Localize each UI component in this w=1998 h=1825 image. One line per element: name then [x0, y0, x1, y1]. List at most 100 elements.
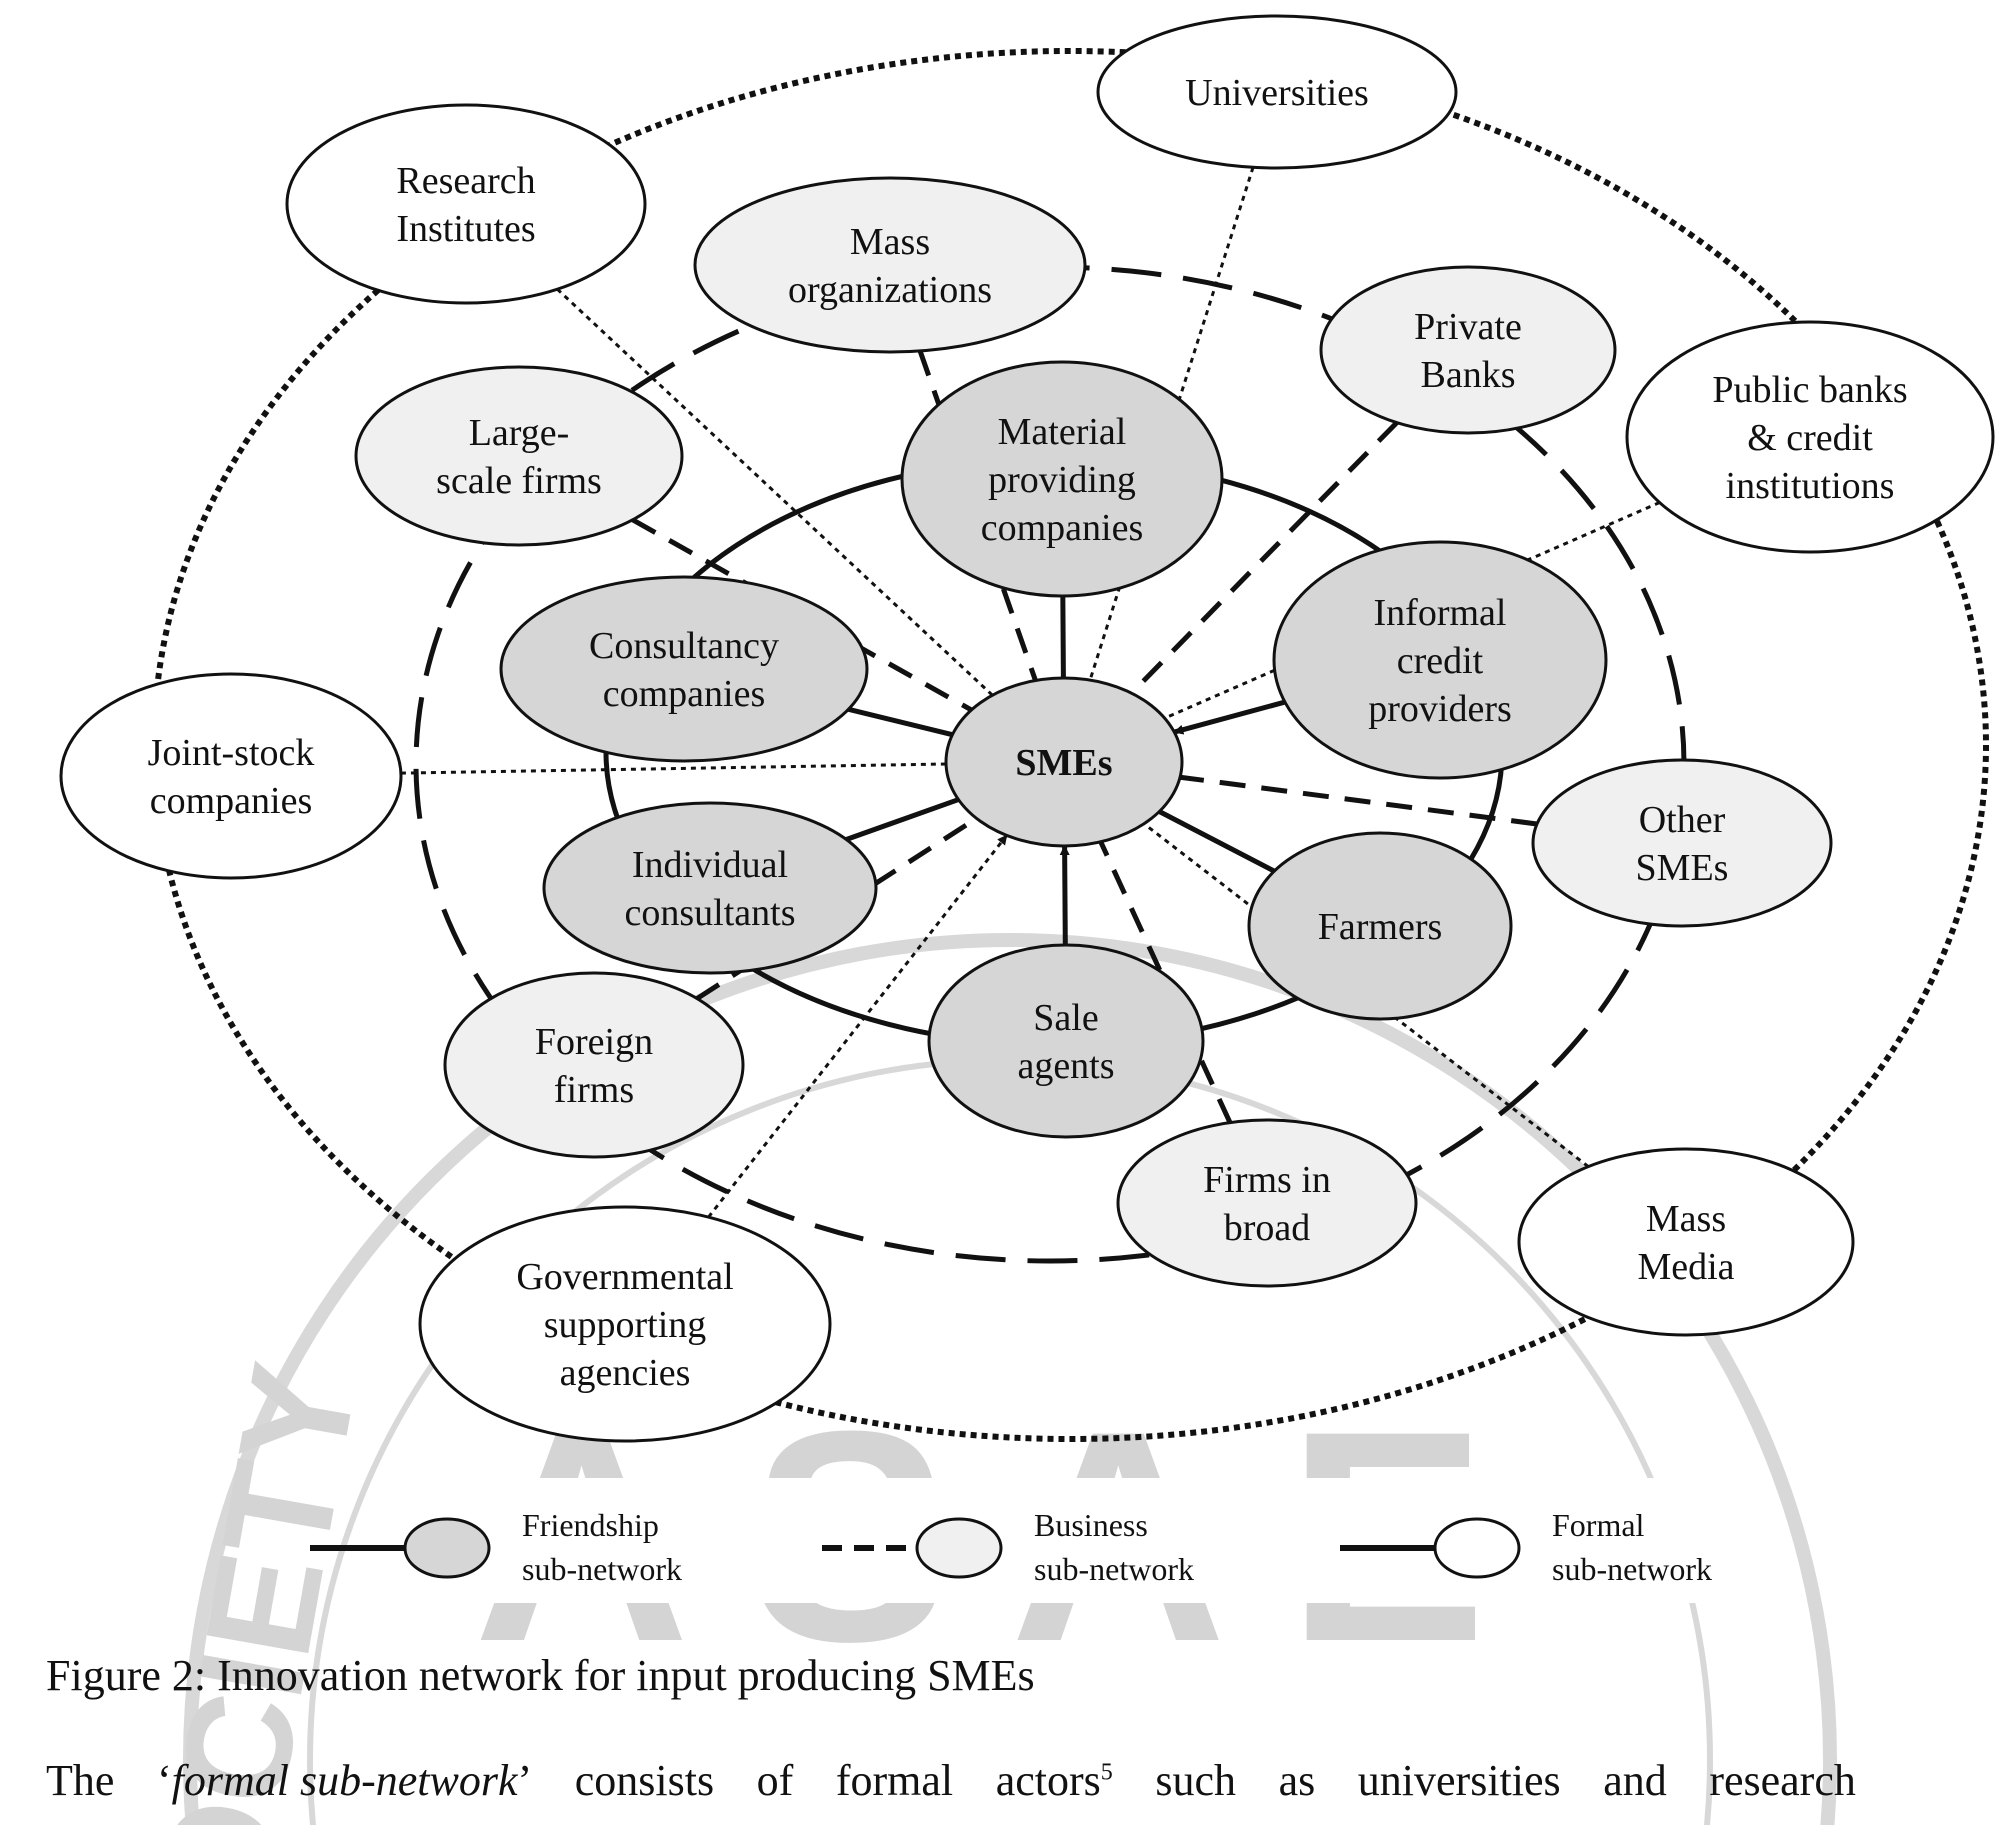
node-shape [542, 801, 878, 975]
node-shape [1272, 540, 1608, 780]
edge-large-smes [631, 517, 973, 713]
edge-sale-smes [1059, 844, 1070, 946]
legend-swatch [1433, 1517, 1521, 1579]
node-broad: Firms in broad [1116, 1118, 1418, 1288]
node-label: companies [150, 780, 313, 822]
node-shape [944, 676, 1184, 848]
node-farmers: Farmers [1247, 831, 1513, 1021]
node-label: firms [554, 1069, 634, 1111]
node-label: Large- [469, 412, 570, 454]
node-label: Institutes [396, 208, 535, 250]
node-label: providers [1368, 688, 1512, 730]
node-label: consultants [625, 892, 796, 934]
edge-broad-smes [1098, 840, 1233, 1124]
node-label: & credit [1747, 417, 1873, 459]
paragraph-word: and [1603, 1756, 1667, 1805]
paragraph-word: formal [835, 1756, 954, 1805]
node-label: Material [998, 411, 1127, 453]
node-label: Private [1414, 306, 1522, 348]
node-label: Media [1637, 1246, 1734, 1288]
node-joint: Joint-stock companies [59, 672, 403, 880]
legend-item-friendship: Friendship sub-network [310, 1507, 682, 1587]
legend-label: Friendship [522, 1507, 659, 1543]
node-smes: SMEs [944, 676, 1184, 848]
edge-consultancy-smes [847, 706, 954, 738]
node-shape [693, 176, 1087, 354]
legend-item-business: Business sub-network [822, 1507, 1194, 1587]
node-label: scale firms [436, 460, 602, 502]
node-universities: Universities [1096, 14, 1458, 170]
paragraph-word: such [1155, 1756, 1237, 1805]
node-label: Farmers [1318, 906, 1443, 948]
node-shape [1531, 758, 1833, 928]
edge-farmers-smes [1158, 809, 1276, 874]
paragraph-word: as [1278, 1756, 1316, 1805]
edge-individual-smes [845, 797, 960, 842]
node-label: Joint-stock [148, 732, 315, 774]
node-label: Universities [1185, 72, 1369, 114]
node-label: Mass [850, 221, 930, 263]
legend-swatch [403, 1517, 491, 1579]
node-shape [1247, 831, 1513, 1021]
edge-joint-smes [400, 762, 947, 775]
node-label: Foreign [535, 1021, 653, 1063]
node-label: providing [988, 459, 1136, 501]
node-shape [1116, 1118, 1418, 1288]
node-shape [418, 1205, 832, 1443]
node-label: broad [1224, 1207, 1311, 1249]
node-label: companies [603, 673, 766, 715]
node-label: agents [1017, 1045, 1114, 1087]
node-shape [59, 672, 403, 880]
edge-informal-smes [1173, 699, 1286, 735]
node-label: Firms in [1203, 1159, 1331, 1201]
node-label: Other [1639, 799, 1726, 841]
node-shape [1625, 320, 1995, 554]
paragraph-word: ‘formal sub-network’ [156, 1756, 533, 1805]
edge-gov-smes [707, 834, 1008, 1219]
paragraph-word: research [1709, 1756, 1856, 1805]
node-shape [1096, 14, 1458, 170]
formal-ring [151, 48, 1989, 1442]
node-label: Banks [1421, 354, 1516, 396]
node-label: Mass [1646, 1198, 1726, 1240]
legend-label: sub-network [522, 1551, 682, 1587]
node-shape [354, 365, 684, 547]
node-label: organizations [788, 269, 992, 311]
node-label: Sale [1033, 997, 1098, 1039]
node-shape [443, 971, 745, 1159]
nodes: SMEs Material providing companies Informalcr… [59, 14, 1995, 1443]
legend-background [485, 1478, 1745, 1603]
node-shape [1319, 265, 1617, 435]
node-shape [1517, 1147, 1855, 1337]
node-label: institutions [1726, 465, 1895, 507]
legend-label: sub-network [1552, 1551, 1712, 1587]
edge-other-smes [1179, 774, 1538, 827]
node-shape [900, 360, 1224, 598]
figure-caption: Figure 2: Innovation network for input p… [46, 1651, 1035, 1700]
legend-label: sub-network [1034, 1551, 1194, 1587]
edge-material-smes [1060, 595, 1066, 679]
node-shape [927, 943, 1205, 1139]
node-label: SMEs [1015, 742, 1112, 784]
node-shape [285, 103, 647, 305]
legend: Friendship sub-network Business sub-network… [310, 1478, 1745, 1603]
paragraph-word: universities [1357, 1756, 1561, 1805]
node-label: supporting [544, 1304, 707, 1346]
footnote-marker[interactable]: 5 [1100, 1759, 1113, 1786]
node-large: Large-scale firms [354, 365, 684, 547]
node-label: Research [396, 160, 535, 202]
paragraph-word: of [756, 1756, 794, 1805]
node-massorg: Mass organizations [693, 176, 1087, 354]
legend-label: Business [1034, 1507, 1148, 1543]
legend-label: Formal [1552, 1507, 1645, 1543]
node-label: agencies [560, 1352, 691, 1394]
node-foreign: Foreign firms [443, 971, 745, 1159]
legend-swatch [915, 1517, 1003, 1579]
